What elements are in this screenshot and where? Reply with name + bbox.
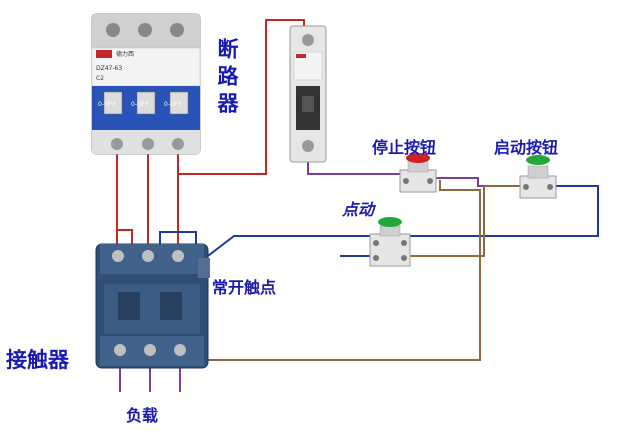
contactor-label: 接触器	[6, 348, 69, 372]
wire-red-loop	[116, 229, 133, 246]
start-button	[519, 155, 557, 199]
single-pole-breaker	[289, 25, 327, 163]
breaker-off-1: 0-OFF	[98, 101, 116, 108]
start-button-label: 启动按钮	[494, 138, 559, 157]
three-pole-breaker	[91, 13, 201, 155]
wire-purple-stop-start	[432, 177, 524, 187]
stop-button-label: 停止按钮	[372, 138, 437, 157]
jog-button	[369, 217, 411, 267]
wire-blue-jog-contactor	[199, 235, 372, 263]
normally-open-contact-label: 常开触点	[212, 278, 277, 297]
breaker-off-2: 0-OFF	[131, 101, 149, 108]
jog-label: 点动	[342, 200, 375, 219]
breaker-off-3: 0-OFF	[164, 101, 182, 108]
breaker-model: DZ47-63	[96, 65, 122, 72]
breaker-label: 断路器	[215, 38, 239, 119]
wire-blue-start-return	[408, 185, 599, 237]
wire-purple-mcb-stop	[307, 162, 405, 178]
contactor	[95, 243, 210, 369]
wire-brown-jog-start	[408, 185, 524, 257]
breaker-brand: 德力西	[116, 50, 134, 58]
stop-button	[399, 153, 437, 193]
load-label: 负载	[126, 406, 159, 425]
breaker-rating: C2	[96, 75, 104, 82]
wire-red-to-mcb	[178, 19, 305, 175]
